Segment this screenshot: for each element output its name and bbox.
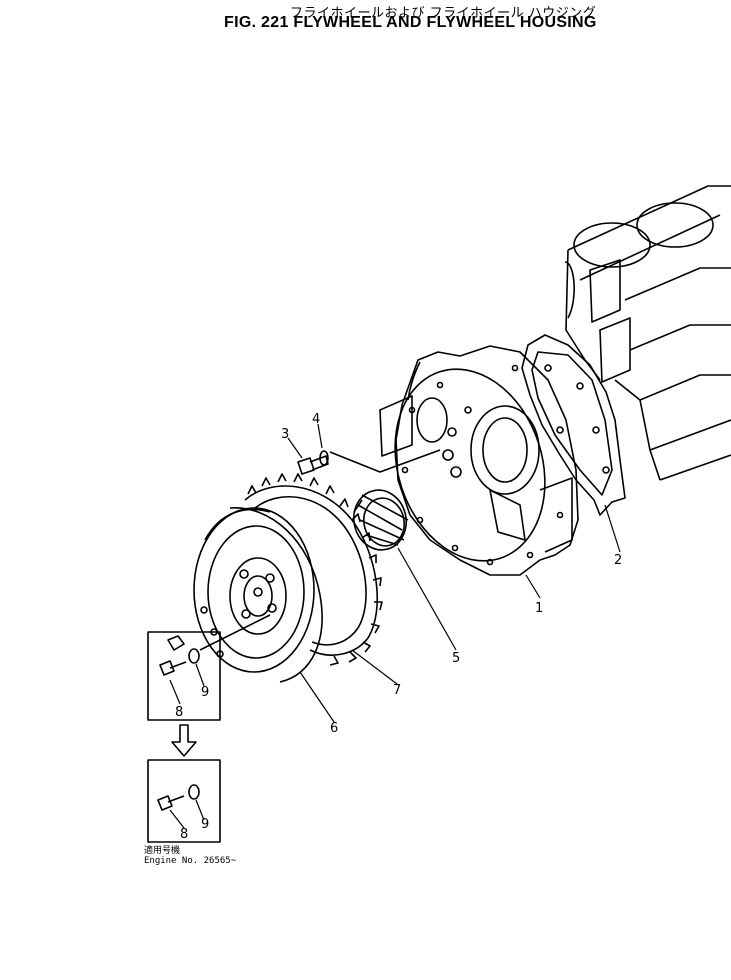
callout-9-lower: 9 [201,817,209,832]
callout-6: 6 [330,721,338,736]
figure-title: FIG. 221 FLYWHEEL AND FLYWHEEL HOUSING [224,14,597,31]
housing-gasket [521,334,626,516]
callout-7: 7 [393,683,401,698]
callout-4: 4 [312,412,320,427]
detail-box-lower [147,759,221,843]
flywheel [193,507,323,683]
leader-lines [169,423,621,829]
callout-8-upper: 8 [175,705,183,720]
oil-seal [353,489,409,551]
callout-8-lower: 8 [180,827,188,842]
engine-block [564,185,731,481]
ring-gear [244,473,383,666]
callout-3: 3 [281,427,289,442]
title-japanese: フライホイールおよび フライホイール ハウジング [290,6,597,21]
down-arrow-icon [171,724,197,757]
callout-2: 2 [614,553,622,568]
applicability-note-engine: Engine No. 26565~ [144,856,237,866]
callout-labels: 1 2 3 4 5 6 7 8 9 8 9 [175,412,622,842]
detail-box-upper [147,614,271,721]
callout-9-upper: 9 [201,685,209,700]
callout-1: 1 [535,601,543,616]
applicability-note-jp: 適用号機 [144,846,181,856]
housing-bolt-and-washer [297,449,441,475]
callout-5: 5 [452,651,460,666]
flywheel-housing [379,345,579,576]
